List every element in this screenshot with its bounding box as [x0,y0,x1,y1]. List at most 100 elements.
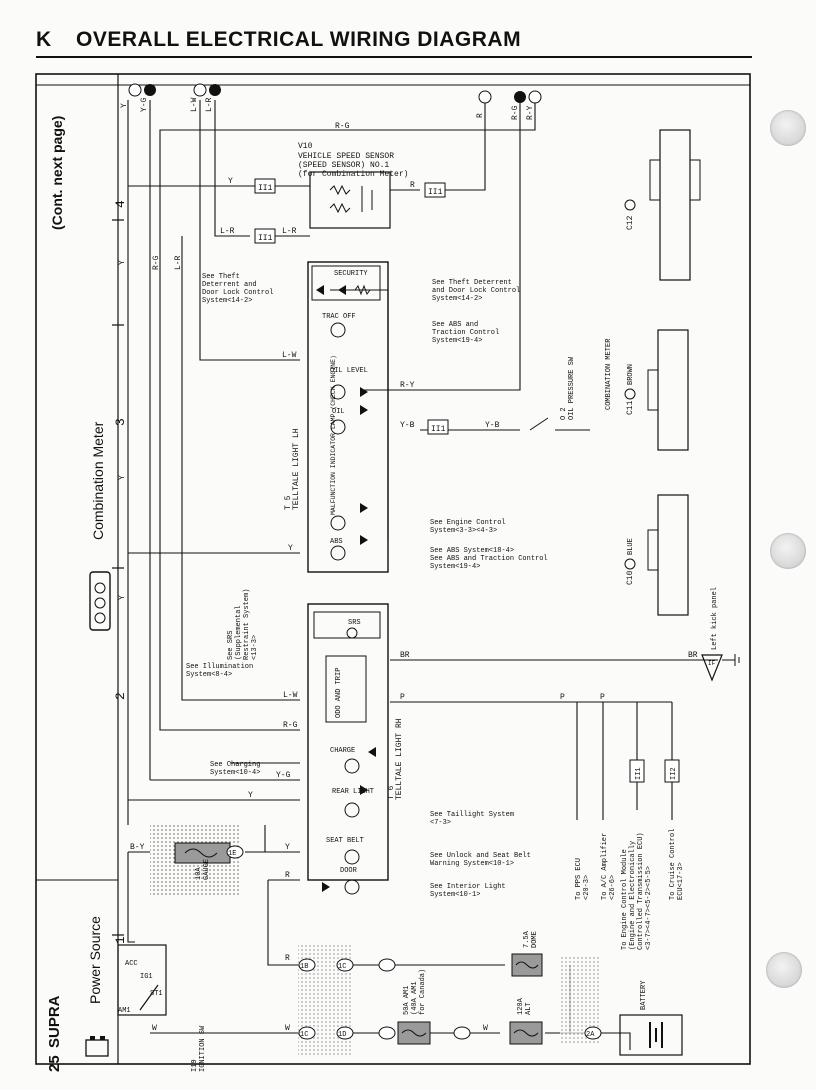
svg-text:Y-B: Y-B [485,421,500,430]
svg-text:Left kick panel: Left kick panel [711,587,719,650]
svg-text:Y-G: Y-G [140,97,149,112]
svg-text:See Illumination: See Illumination [186,663,253,671]
svg-text:See Theft: See Theft [202,273,240,281]
svg-text:T 5: T 5 [284,495,293,510]
svg-text:W: W [285,1024,290,1033]
svg-text:System<8-4>: System<8-4> [186,671,232,679]
svg-text:BLUE: BLUE [627,538,635,555]
svg-text:1D: 1D [338,1031,346,1039]
svg-text:II2: II2 [670,767,678,780]
svg-text:SECURITY: SECURITY [334,270,368,278]
svg-text:II1: II1 [258,184,273,193]
svg-text:CHARGE: CHARGE [330,747,355,755]
svg-text:ALT: ALT [525,1002,533,1015]
zone-3: 3 [113,418,128,426]
svg-text:System<10-4>: System<10-4> [210,769,260,777]
svg-text:L-W: L-W [282,351,297,360]
svg-text:SRS: SRS [348,619,361,627]
svg-text:System<10-1>: System<10-1> [430,891,480,899]
svg-text:I19: I19 [191,1059,199,1072]
svg-text:(Supplemental: (Supplemental [235,605,243,660]
svg-text:L-W: L-W [283,691,298,700]
svg-text:IG1: IG1 [140,973,153,981]
svg-text:ACC: ACC [125,960,138,968]
svg-text:O 2: O 2 [560,407,568,420]
svg-text:Door Lock Control: Door Lock Control [202,289,273,297]
vehicle-speed-sensor: V10 VEHICLE SPEED SENSOR (SPEED SENSOR) … [298,142,408,229]
svg-text:ST1: ST1 [150,990,163,998]
svg-text:TRAC OFF: TRAC OFF [322,313,356,321]
svg-text:GAUGE: GAUGE [203,859,211,880]
page-title: OVERALL ELECTRICAL WIRING DIAGRAM [76,28,522,51]
svg-text:R-G: R-G [511,105,520,120]
svg-text:P: P [600,693,605,702]
svg-text:See Charging: See Charging [210,761,260,769]
zone-2: 2 [113,692,128,700]
svg-text:L-R: L-R [174,255,183,270]
fuse-gauge: 10A GAUGE [150,825,240,895]
svg-text:II1: II1 [428,188,443,197]
svg-text:R: R [285,871,290,880]
svg-text:IGNITION SW: IGNITION SW [199,1025,207,1072]
svg-text:<20-3>: <20-3> [583,875,591,900]
wire-harness [127,100,718,1050]
power-source-label: Power Source [87,916,103,1004]
svg-text:L-R: L-R [220,227,235,236]
svg-text:C12: C12 [626,215,635,230]
svg-text:OIL: OIL [332,408,345,416]
svg-text:To PPS ECU: To PPS ECU [575,858,583,900]
svg-text:1E: 1E [228,850,236,858]
oil-pressure-switch: O 2 OIL PRESSURE SW [529,356,590,431]
svg-text:C10: C10 [626,570,635,585]
connector-ii1-c: II1 [424,182,446,198]
svg-text:See ABS System<18-4>: See ABS System<18-4> [430,547,514,555]
section-letter: K [36,28,52,51]
svg-text:B-Y: B-Y [130,843,145,852]
svg-text:DOME: DOME [531,931,539,948]
connector-ii2: II2 [664,759,680,783]
svg-text:BROWN: BROWN [627,364,635,385]
svg-text:<3-7><4-7><5-2><5-5>: <3-7><4-7><5-2><5-5> [645,866,653,950]
svg-text:R: R [476,113,485,118]
meter-connector-c11: C11 BROWN [624,329,689,451]
svg-text:C11: C11 [626,400,635,415]
wire-color-labels: Y Y-G L-W L-R R R-G R-Y R-G Y R L-R L-R … [118,97,698,1033]
page-frame [35,73,751,1065]
svg-text:See ABS and Traction Control: See ABS and Traction Control [430,555,548,563]
svg-text:II1: II1 [258,234,273,243]
left-references: See Theft Deterrent and Door Lock Contro… [186,273,273,777]
svg-text:Y: Y [288,544,293,553]
connector-ii1-a: II1 [254,178,276,194]
svg-text:(40A AM1: (40A AM1 [411,981,419,1015]
svg-text:DOOR: DOOR [340,867,358,875]
svg-text:P: P [560,693,565,702]
svg-text:T 6: T 6 [387,785,396,800]
svg-text:Traction Control: Traction Control [432,329,499,337]
svg-text:REAR LIGHT: REAR LIGHT [332,788,374,796]
svg-text:W: W [152,1024,157,1033]
svg-text:R: R [410,181,415,190]
svg-text:II1: II1 [635,767,643,780]
svg-text:Y-B: Y-B [400,421,415,430]
fuse-dome: 7.5A DOME [511,930,543,977]
fuse-alt: 120A ALT [509,997,543,1045]
binder-hole-top [770,110,806,146]
svg-text:SEAT BELT: SEAT BELT [326,837,364,845]
svg-text:(Engine and Electronically: (Engine and Electronically [629,841,637,950]
svg-text:Restraint System): Restraint System) [243,589,251,660]
svg-text:1C: 1C [338,963,346,971]
svg-text:<13-3>: <13-3> [251,635,259,660]
svg-text:2A: 2A [586,1031,595,1039]
ignition-switch: ACC IG1 ST1 AM1 I19 IGNITION SW [117,944,207,1072]
header-rule [36,56,752,58]
svg-text:W: W [483,1024,488,1033]
svg-text:BR: BR [400,651,410,660]
svg-text:Deterrent and: Deterrent and [202,281,257,289]
svg-text:L-R: L-R [282,227,297,236]
svg-text:See Taillight System: See Taillight System [430,811,514,819]
svg-text:ODO AND TRIP: ODO AND TRIP [335,668,343,718]
svg-text:To A/C Amplifier: To A/C Amplifier [601,833,609,900]
svg-text:OIL PRESSURE SW: OIL PRESSURE SW [568,356,576,420]
svg-text:(SPEED SENSOR) NO.1: (SPEED SENSOR) NO.1 [298,161,389,170]
